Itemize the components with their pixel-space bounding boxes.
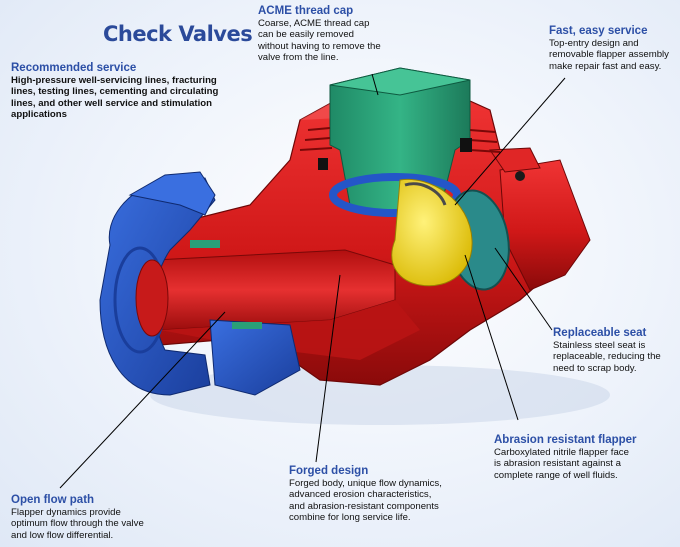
union-lug-bottom bbox=[209, 319, 301, 396]
callout-heading: ACME thread cap bbox=[258, 5, 354, 17]
callout-acme-thread-cap: ACME thread cap Coarse, ACME thread cap … bbox=[258, 4, 428, 64]
callout-heading: Recommended service bbox=[11, 62, 137, 74]
seal-ring bbox=[190, 240, 220, 248]
leader-line-acme bbox=[371, 73, 379, 96]
cap-dark-seal bbox=[460, 138, 472, 152]
seal-ring bbox=[232, 322, 262, 329]
callout-heading: Fast, easy service bbox=[549, 25, 648, 37]
callout-body: High-pressure well-servicing lines, frac… bbox=[11, 75, 219, 121]
callout-heading: Abrasion resistant flapper bbox=[494, 434, 637, 446]
callout-body: Top-entry design and removable flapper a… bbox=[549, 38, 669, 72]
flapper-ring bbox=[329, 173, 461, 217]
leader-line-fast bbox=[454, 77, 566, 206]
callout-body: Flapper dynamics provide optimum flow th… bbox=[11, 507, 144, 541]
callout-heading: Forged design bbox=[289, 465, 369, 477]
leader-line-openflow bbox=[59, 311, 226, 489]
union-lug-top bbox=[128, 171, 216, 216]
cap-thread-ridges bbox=[299, 127, 501, 153]
inlet-bore-face bbox=[135, 259, 169, 337]
callout-body: Coarse, ACME thread cap can be easily re… bbox=[258, 18, 381, 64]
callout-forged-design: Forged design Forged body, unique flow d… bbox=[289, 464, 474, 524]
outlet-lug bbox=[489, 147, 541, 173]
flapper bbox=[391, 178, 473, 287]
callout-heading: Open flow path bbox=[11, 494, 95, 506]
callout-recommended-service: Recommended service High-pressure well-s… bbox=[11, 61, 281, 121]
callout-heading: Replaceable seat bbox=[553, 327, 647, 339]
callout-body: Stainless steel seat is replaceable, red… bbox=[553, 340, 661, 374]
callout-fast-easy-service: Fast, easy service Top-entry design and … bbox=[549, 24, 679, 72]
page-title: Check Valves bbox=[103, 22, 253, 46]
callout-body: Forged body, unique flow dynamics, advan… bbox=[289, 478, 442, 524]
callout-replaceable-seat: Replaceable seat Stainless steel seat is… bbox=[553, 326, 678, 374]
cap-dark-seal bbox=[318, 158, 328, 170]
leader-line-seat bbox=[494, 247, 553, 331]
flapper-arm bbox=[404, 182, 447, 206]
callout-open-flow-path: Open flow path Flapper dynamics provide … bbox=[11, 493, 181, 541]
callout-abrasion-resistant-flapper: Abrasion resistant flapper Carboxylated … bbox=[494, 433, 674, 481]
bolt-stud bbox=[515, 171, 525, 181]
leader-line-abrasion bbox=[464, 254, 519, 421]
callout-body: Carboxylated nitrile flapper face is abr… bbox=[494, 447, 629, 481]
leader-line-forged bbox=[315, 274, 341, 463]
